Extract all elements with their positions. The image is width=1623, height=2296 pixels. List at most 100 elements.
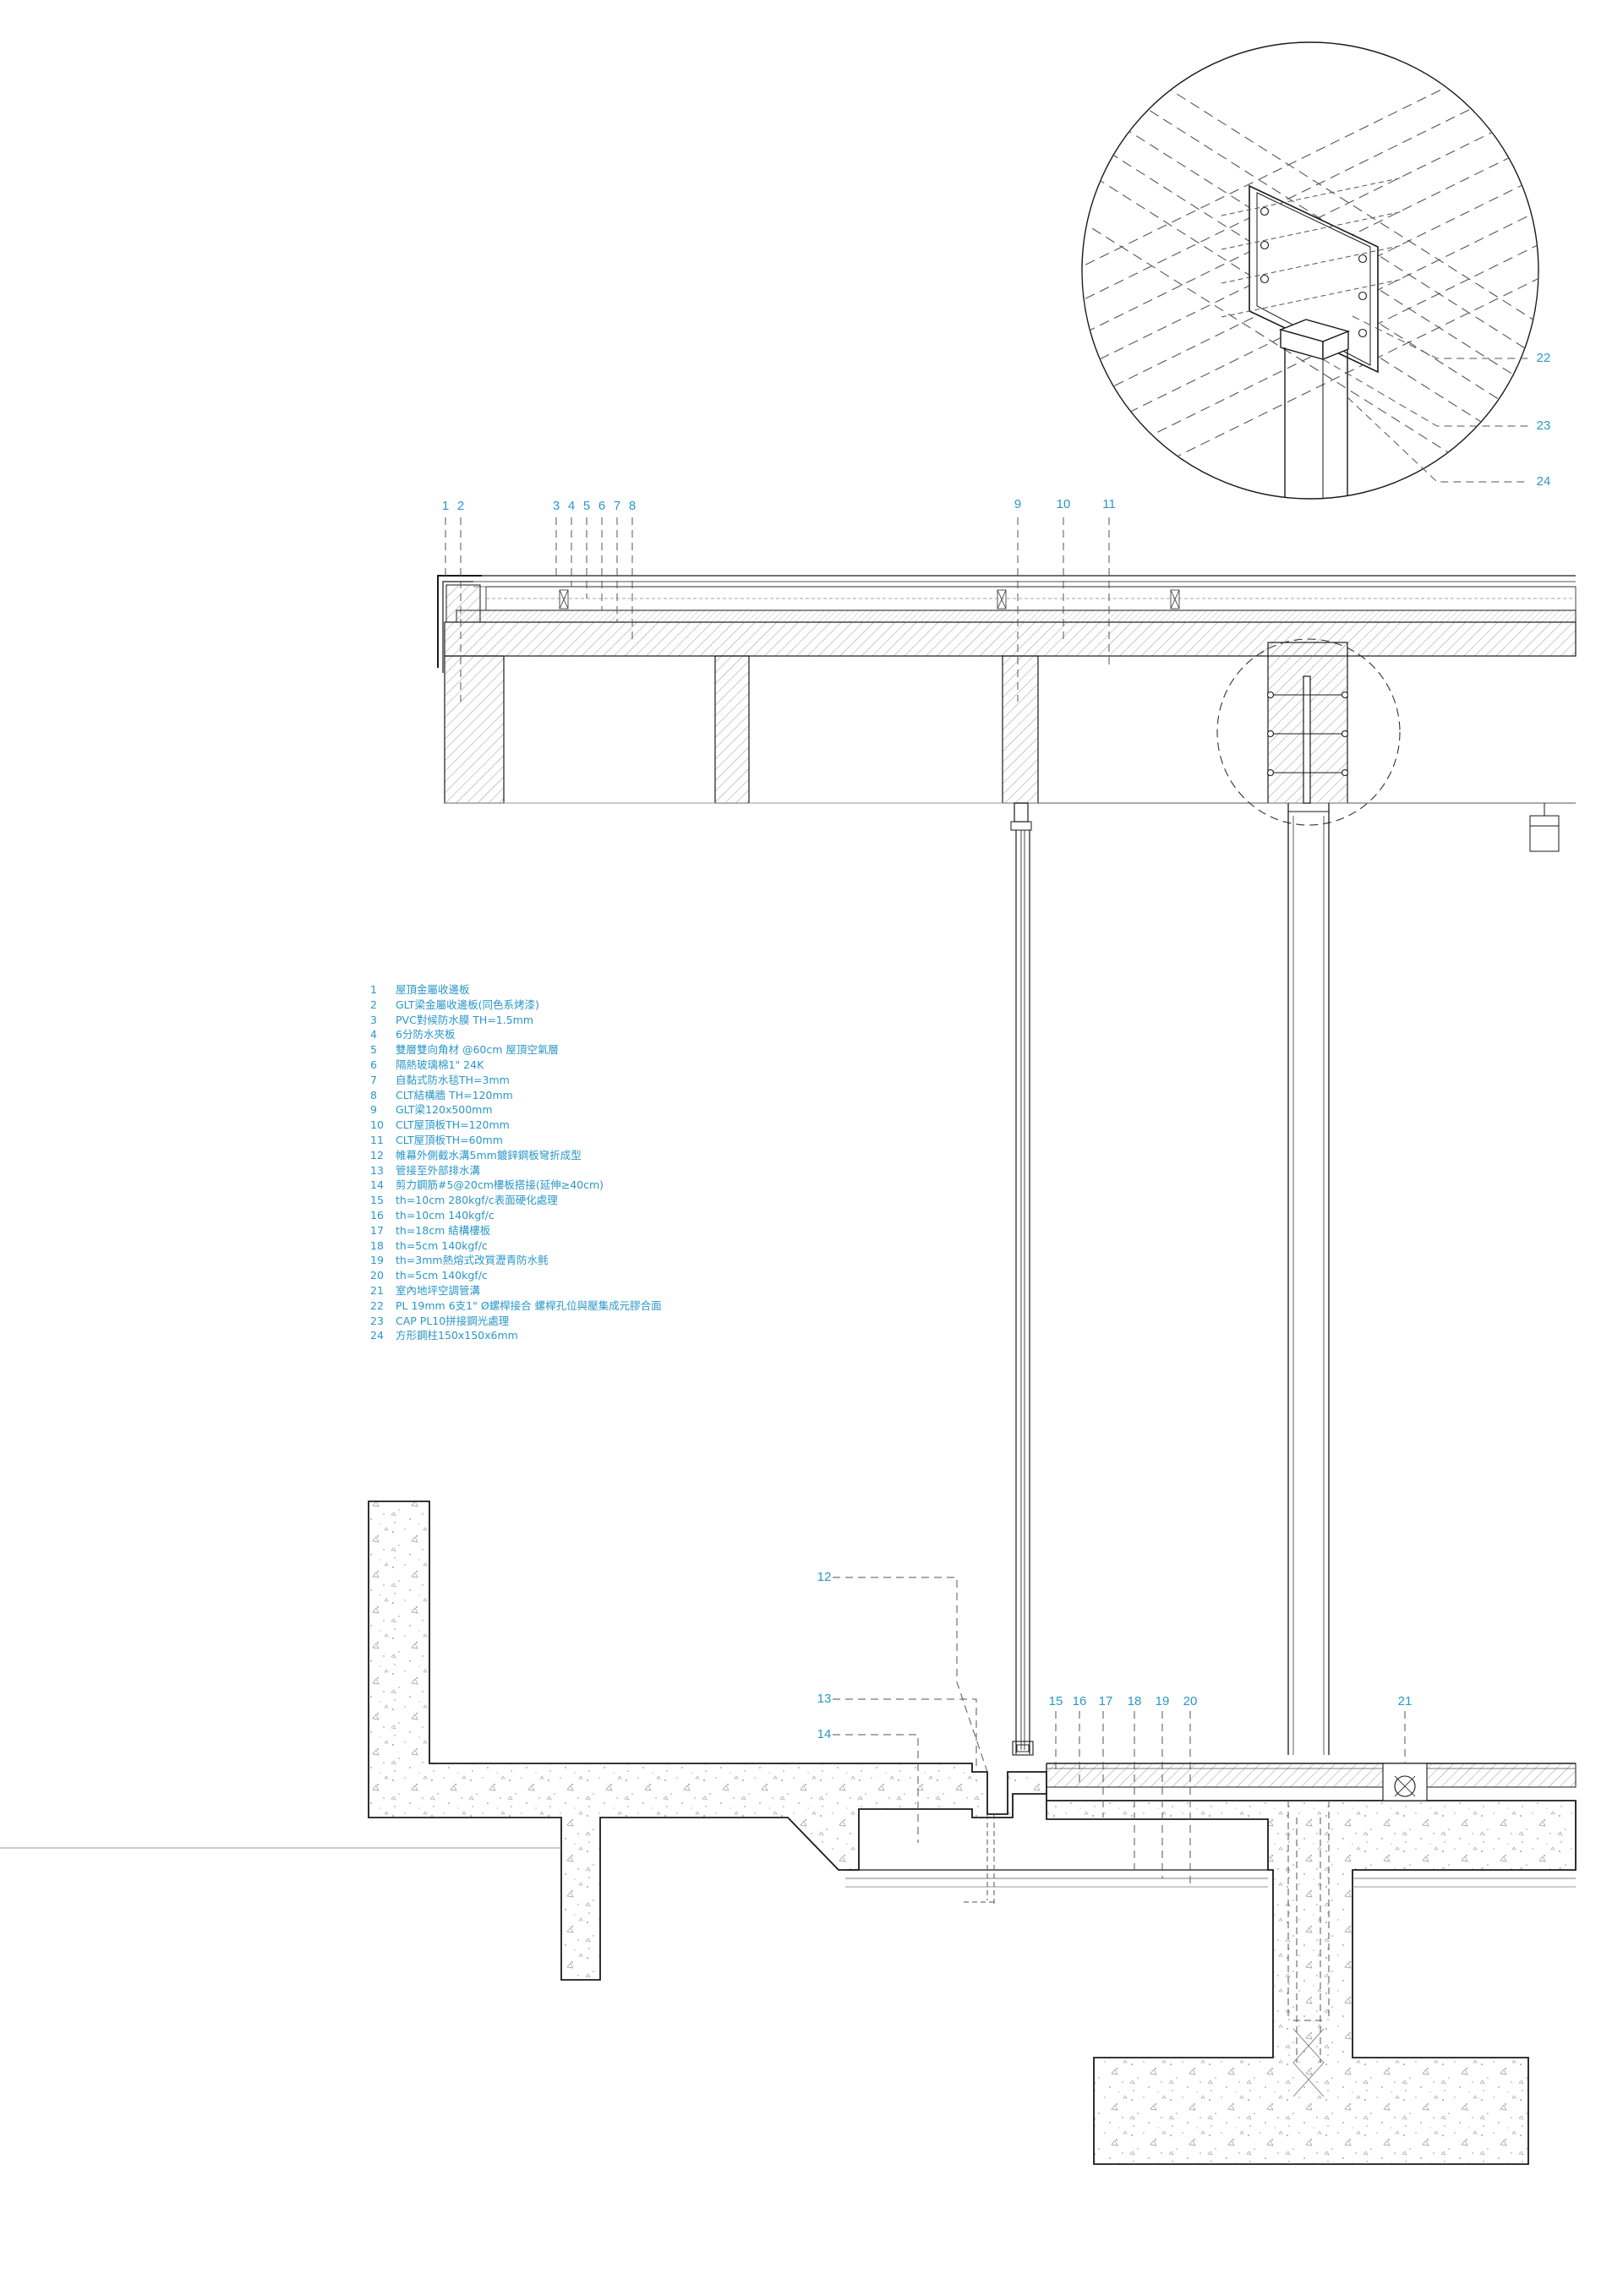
legend-num: 20 — [370, 1269, 384, 1282]
legend-text: CLT結構牆 TH=120mm — [396, 1088, 513, 1102]
callout-1: 1 — [441, 499, 450, 513]
legend-text: 雙層雙向角材 @60cm 屋頂空氣層 — [396, 1043, 559, 1057]
callout-8: 8 — [628, 499, 637, 513]
callout-13: 13 — [817, 1692, 832, 1706]
callout-5: 5 — [582, 499, 591, 513]
legend-num: 18 — [370, 1238, 384, 1252]
callout-4: 4 — [567, 499, 576, 513]
legend-num: 19 — [370, 1254, 384, 1267]
callout-18: 18 — [1127, 1694, 1142, 1708]
legend-item: 2 GLT梁金屬收邊板(同色系烤漆) — [370, 998, 662, 1013]
legend-num: 15 — [370, 1194, 384, 1207]
legend-num: 14 — [370, 1178, 384, 1192]
legend-num: 4 — [370, 1028, 377, 1041]
callout-7: 7 — [613, 499, 621, 513]
callout-3: 3 — [552, 499, 560, 513]
legend-item: 15 th=10cm 280kgf/c表面硬化處理 — [370, 1193, 662, 1208]
legend-text: CAP PL10拼接鋼光處理 — [396, 1314, 510, 1327]
legend-item: 19 th=3mm熱熔式改質瀝青防水氈 — [370, 1253, 662, 1268]
callout-11: 11 — [1102, 497, 1116, 511]
legend-item: 21 室內地坪空調管溝 — [370, 1283, 662, 1298]
legend-item: 10 CLT屋頂板TH=120mm — [370, 1118, 662, 1133]
legend-text: th=5cm 140kgf/c — [396, 1269, 488, 1282]
legend-num: 9 — [370, 1103, 377, 1117]
legend-item: 7 自黏式防水毯TH=3mm — [370, 1073, 662, 1088]
callout-22: 22 — [1536, 351, 1551, 365]
legend-text: 管接至外部排水溝 — [396, 1163, 481, 1177]
legend-item: 24 方形鋼柱150x150x6mm — [370, 1328, 662, 1343]
legend-text: CLT屋頂板TH=60mm — [396, 1133, 503, 1146]
detail-circle — [1081, 41, 1539, 500]
legend-num: 1 — [370, 983, 377, 996]
callout-12: 12 — [817, 1570, 832, 1584]
callout-2: 2 — [456, 499, 465, 513]
legend-text: GLT梁120x500mm — [396, 1103, 493, 1117]
legend-item: 6 隔熱玻璃棉1" 24K — [370, 1058, 662, 1073]
legend-item: 23 CAP PL10拼接鋼光處理 — [370, 1314, 662, 1329]
legend-item: 13 管接至外部排水溝 — [370, 1163, 662, 1178]
legend-num: 7 — [370, 1073, 377, 1086]
legend-num: 11 — [370, 1133, 384, 1146]
callout-14: 14 — [817, 1727, 832, 1741]
callout-20: 20 — [1183, 1694, 1198, 1708]
legend-text: 隔熱玻璃棉1" 24K — [396, 1058, 484, 1071]
legend-num: 23 — [370, 1314, 384, 1327]
legend-text: 室內地坪空調管溝 — [396, 1283, 481, 1297]
legend-num: 12 — [370, 1148, 384, 1162]
legend-item: 3 PVC對候防水膜 TH=1.5mm — [370, 1013, 662, 1028]
legend-text: PL 19mm 6支1" Ø螺桿接合 螺桿孔位與壓集成元膠合面 — [396, 1298, 662, 1312]
legend-text: th=3mm熱熔式改質瀝青防水氈 — [396, 1254, 549, 1267]
legend-text: GLT梁金屬收邊板(同色系烤漆) — [396, 998, 539, 1011]
legend-item: 16 th=10cm 140kgf/c — [370, 1208, 662, 1223]
legend-text: th=5cm 140kgf/c — [396, 1238, 488, 1252]
legend-item: 8 CLT結構牆 TH=120mm — [370, 1088, 662, 1103]
legend-num: 5 — [370, 1043, 377, 1057]
callout-6: 6 — [598, 499, 606, 513]
foundation — [0, 1501, 1577, 2165]
legend-item: 14 剪力鋼筋#5@20cm樓板搭接(延伸≥40cm) — [370, 1178, 662, 1193]
curtain-wall — [1010, 802, 1034, 1756]
legend-text: PVC對候防水膜 TH=1.5mm — [396, 1013, 534, 1026]
legend-num: 17 — [370, 1223, 384, 1237]
legend-num: 3 — [370, 1013, 377, 1026]
legend-num: 2 — [370, 998, 377, 1011]
leader-lines — [445, 517, 1406, 1887]
callout-9: 9 — [1014, 497, 1022, 511]
legend-num: 6 — [370, 1058, 377, 1071]
legend-text: th=10cm 280kgf/c表面硬化處理 — [396, 1194, 558, 1207]
legend-text: 6分防水夾板 — [396, 1028, 456, 1041]
callout-15: 15 — [1048, 1694, 1063, 1708]
legend-item: 18 th=5cm 140kgf/c — [370, 1238, 662, 1254]
legend-list: 1 屋頂金屬收邊板 2 GLT梁金屬收邊板(同色系烤漆) 3 PVC對候防水膜 TH=… — [370, 982, 662, 1343]
legend-num: 22 — [370, 1298, 384, 1312]
legend-text: 剪力鋼筋#5@20cm樓板搭接(延伸≥40cm) — [396, 1178, 604, 1192]
legend-item: 20 th=5cm 140kgf/c — [370, 1268, 662, 1283]
legend-text: th=10cm 140kgf/c — [396, 1208, 495, 1222]
callout-21: 21 — [1397, 1694, 1413, 1708]
legend-item: 12 帷幕外側截水溝5mm鍍鋅鋼板彎折成型 — [370, 1148, 662, 1163]
legend-text: th=18cm 結構樓板 — [396, 1223, 491, 1237]
legend-text: 方形鋼柱150x150x6mm — [396, 1329, 518, 1342]
legend-item: 22 PL 19mm 6支1" Ø螺桿接合 螺桿孔位與壓集成元膠合面 — [370, 1298, 662, 1314]
legend-item: 1 屋頂金屬收邊板 — [370, 982, 662, 998]
legend-num: 21 — [370, 1283, 384, 1297]
legend-num: 8 — [370, 1088, 377, 1102]
legend-num: 10 — [370, 1118, 384, 1132]
legend-text: CLT屋頂板TH=120mm — [396, 1118, 510, 1132]
roof-assembly — [437, 575, 1577, 852]
callout-23: 23 — [1536, 418, 1551, 433]
legend-item: 11 CLT屋頂板TH=60mm — [370, 1133, 662, 1148]
callout-10: 10 — [1056, 497, 1071, 511]
legend-text: 帷幕外側截水溝5mm鍍鋅鋼板彎折成型 — [396, 1148, 582, 1162]
legend-num: 16 — [370, 1208, 384, 1222]
callout-24: 24 — [1536, 474, 1551, 489]
legend-num: 13 — [370, 1163, 384, 1177]
legend-item: 4 6分防水夾板 — [370, 1027, 662, 1042]
legend-num: 24 — [370, 1329, 384, 1342]
legend-text: 自黏式防水毯TH=3mm — [396, 1073, 510, 1086]
legend-item: 9 GLT梁120x500mm — [370, 1102, 662, 1118]
legend-item: 5 雙層雙向角材 @60cm 屋頂空氣層 — [370, 1042, 662, 1058]
callout-17: 17 — [1098, 1694, 1113, 1708]
legend-text: 屋頂金屬收邊板 — [396, 983, 470, 996]
